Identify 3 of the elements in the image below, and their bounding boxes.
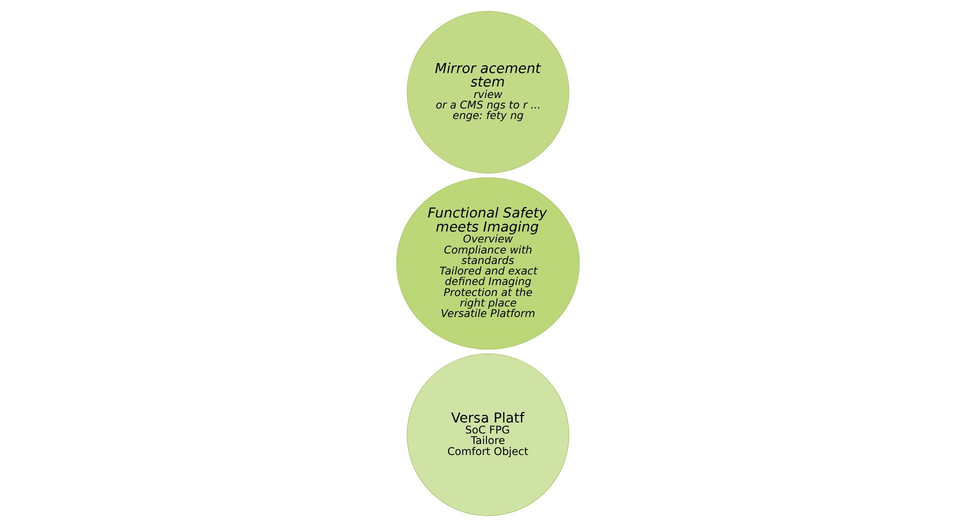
node-circle: Mirror acement stem rview or a CMS ngs to r ... enge: fety ng	[406, 10, 569, 174]
node-circle: Versa Platf SoC FPG Tailore Comfort Object	[406, 354, 569, 516]
node-circle: Functional Safety meets Imaging Overview Compliance with standards Tailored and exact defined Imaging Protection at the right place Versatile Platform	[396, 177, 580, 350]
